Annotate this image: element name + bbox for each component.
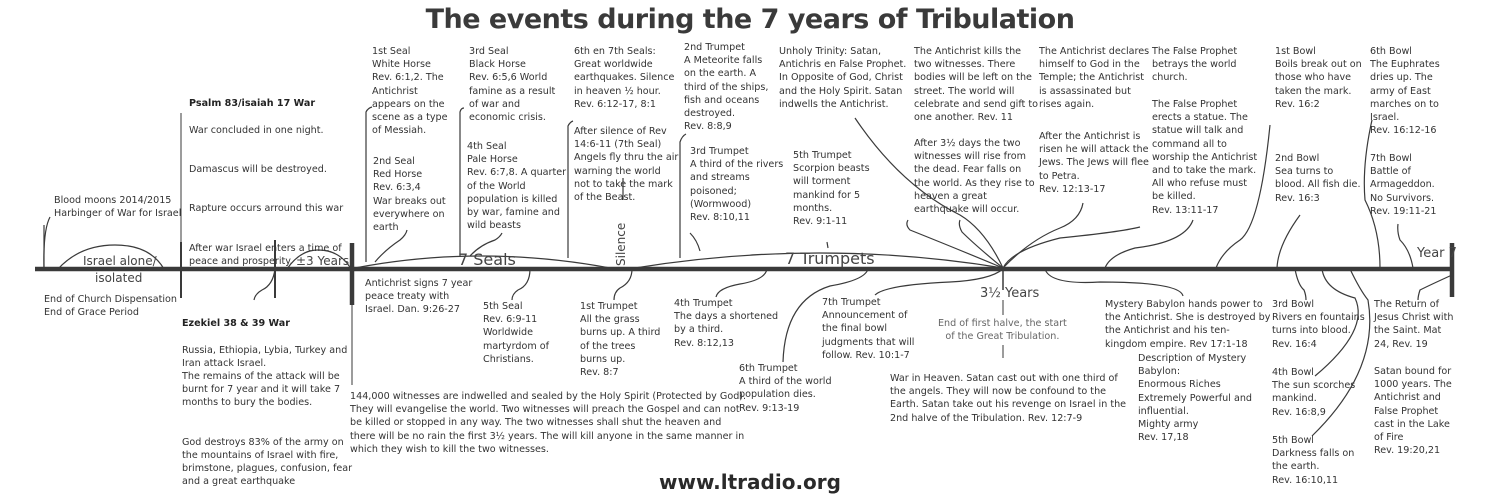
note-bowl-1: 1st Bowl Boils break out on those who ha… xyxy=(1275,46,1362,110)
note-seal-3: 3rd Seal Black Horse Rev. 6:5,6 World fa… xyxy=(469,46,556,124)
ezekiel-text-1: Russia, Ethiopia, Lybia, Turkey and Iran… xyxy=(182,344,348,409)
label-plus-minus-3-years: ±3 Years xyxy=(296,254,350,268)
note-trumpet-5: 5th Trumpet Scorpion beasts will torment… xyxy=(793,150,870,228)
note-bowl-2: 2nd Bowl Sea turns to blood. All fish di… xyxy=(1275,153,1361,204)
note-bowl-6: 6th Bowl The Euphrates dries up. The arm… xyxy=(1370,46,1440,137)
note-trumpet-6: 6th Trumpet A third of the world populat… xyxy=(739,363,832,414)
psalm83-line: Rapture occurs arround this war xyxy=(189,203,344,215)
note-war-in-heaven: War in Heaven. Satan cast out with one t… xyxy=(890,373,1127,424)
label-silence: Silence xyxy=(614,222,628,266)
note-bowl-7: 7th Bowl Battle of Armageddon. No Surviv… xyxy=(1370,153,1437,217)
note-unholy-trinity: Unholy Trinity: Satan, Antichris en Fals… xyxy=(779,46,907,110)
note-psalm83-war: Psalm 83/isaiah 17 War War concluded in … xyxy=(189,84,343,281)
label-3-half-years: 3½ Years xyxy=(980,286,1040,301)
note-seals-6-7: 6th en 7th Seals: Great worldwide earthq… xyxy=(574,46,675,110)
note-witnesses-rise: After 3½ days the two witnesses will ris… xyxy=(914,138,1035,216)
label-7-trumpets: 7 Trumpets xyxy=(785,249,875,268)
note-seal-5: 5th Seal Rev. 6:9-11 Worldwide martyrdom… xyxy=(483,301,549,365)
psalm83-heading: Psalm 83/isaiah 17 War xyxy=(189,98,316,110)
note-satan-bound: Satan bound for 1000 years. The Antichri… xyxy=(1374,366,1452,457)
note-seal-1: 1st Seal White Horse Rev. 6:1,2. The Ant… xyxy=(372,46,448,137)
label-isolated: isolated xyxy=(95,271,143,285)
note-false-prophet-betrays: The False Prophet betrays the world chur… xyxy=(1152,46,1238,84)
note-trumpet-4: 4th Trumpet The days a shortened by a th… xyxy=(674,298,779,349)
note-antichrist-attacks: After the Antichrist is risen he will at… xyxy=(1039,131,1149,195)
psalm83-line: After war Israel enters a time of peace … xyxy=(189,242,342,268)
website-url[interactable]: www.ltradio.org xyxy=(659,470,841,494)
note-bowl-3: 3rd Bowl Rivers en fountains turns into … xyxy=(1272,299,1365,350)
note-end-church-dispensation: End of Church Dispensation End of Grace … xyxy=(44,294,177,319)
label-7-seals: 7 Seals xyxy=(458,250,516,269)
note-bowl-5: 5th Bowl Darkness falls on the earth. Re… xyxy=(1272,435,1355,486)
label-year-7: Year 7 xyxy=(1417,246,1457,261)
note-seal-2: 2nd Seal Red Horse Rev. 6:3,4 War breaks… xyxy=(373,156,446,234)
note-return-of-christ: The Return of Jesus Christ with the Sain… xyxy=(1374,299,1454,350)
label-israel-alone: Israel alone/ xyxy=(83,254,157,268)
note-144000-witnesses: 144,000 witnesses are indwelled and seal… xyxy=(350,391,747,455)
note-witnesses-killed: The Antichrist kills the two witnesses. … xyxy=(914,46,1038,124)
chart-title: The events during the 7 years of Tribula… xyxy=(425,4,1075,35)
note-trumpet-3: 3rd Trumpet A third of the rivers and st… xyxy=(690,146,784,224)
note-peace-treaty: Antichrist signs 7 year peace treaty wit… xyxy=(365,278,473,316)
note-ezekiel-war: Ezekiel 38 & 39 War Russia, Ethiopia, Ly… xyxy=(182,304,352,502)
ezekiel-heading: Ezekiel 38 & 39 War xyxy=(182,318,290,330)
note-mystery-babylon-description: Description of Mystery Babylon: Enormous… xyxy=(1138,353,1253,444)
psalm83-line: War concluded in one night. xyxy=(189,124,324,136)
psalm83-line: Damascus will be destroyed. xyxy=(189,164,327,176)
note-antichrist-declares: The Antichrist declares himself to God i… xyxy=(1039,46,1150,110)
note-end-first-half: End of first halve, the start of the Gre… xyxy=(938,318,1067,343)
note-blood-moons: Blood moons 2014/2015 Harbinger of War f… xyxy=(54,195,182,220)
ezekiel-text-2: God destroys 83% of the army on the moun… xyxy=(182,436,353,488)
note-bowl-4: 4th Bowl The sun scorches mankind. Rev. … xyxy=(1272,367,1356,418)
note-trumpet-7: 7th Trumpet Announcement of the final bo… xyxy=(822,297,915,361)
note-trumpet-2: 2nd Trumpet A Meteorite falls on the ear… xyxy=(684,42,769,133)
note-false-prophet-statue: The False Prophet erects a statue. The s… xyxy=(1152,99,1258,216)
note-after-silence: After silence of Rev 14:6-11 (7th Seal) … xyxy=(574,126,679,204)
note-mystery-babylon: Mystery Babylon hands power to the Antic… xyxy=(1105,299,1271,350)
note-trumpet-1: 1st Trumpet All the grass burns up. A th… xyxy=(580,301,661,379)
note-seal-4: 4th Seal Pale Horse Rev. 6:7,8. A quarte… xyxy=(467,141,567,232)
